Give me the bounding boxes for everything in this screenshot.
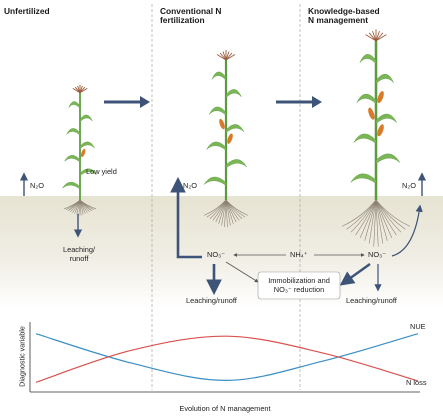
corn-ear xyxy=(219,118,225,130)
corn-ear xyxy=(377,124,384,137)
leaching-label-left-1: Leaching/ xyxy=(62,245,96,254)
n2o-flux-arrow-mid xyxy=(170,176,202,259)
corn-plant-medium xyxy=(203,50,249,228)
chart-area xyxy=(29,322,420,393)
n2o-label-right: N₂O xyxy=(402,181,416,190)
nue-series-line xyxy=(35,333,419,382)
leaves xyxy=(203,71,247,186)
n2o-label-mid: N₂O xyxy=(183,181,197,190)
nh4-label: NH₄⁺ xyxy=(290,250,308,259)
panel-title-knowledge-2: N management xyxy=(308,15,369,25)
n-loss-series-line xyxy=(35,335,419,383)
leaves xyxy=(62,101,97,190)
roots xyxy=(63,199,97,216)
corn-plant-large xyxy=(341,29,411,247)
leaching-label-left-2: runoff xyxy=(69,254,89,263)
corn-ear xyxy=(368,107,375,120)
panel-title-conventional-1: Conventional N xyxy=(160,6,222,16)
immobilization-arrow-right xyxy=(339,263,371,286)
roots xyxy=(341,199,411,247)
panel-title-conventional-2: fertilization xyxy=(160,15,205,25)
tassel xyxy=(216,50,236,61)
tassel xyxy=(72,84,88,94)
tassel xyxy=(365,29,387,42)
immobilization-arrow-mid xyxy=(225,261,259,283)
chart-x-axis-label: Evolution of N management xyxy=(179,404,271,413)
corn-ear xyxy=(227,133,233,144)
low-yield-label: Low yield xyxy=(86,167,117,176)
series-label-nue: NUE xyxy=(410,322,426,331)
immobilization-label-1: Immobilization and xyxy=(268,276,330,285)
leaching-label-right: Leaching/runoff xyxy=(346,296,397,305)
corn-ear xyxy=(80,148,86,158)
no3-label-right: NO₃⁻ xyxy=(368,250,386,259)
immobilization-box xyxy=(257,271,341,300)
roots xyxy=(203,199,249,228)
n2o-flux-arrow-right xyxy=(391,204,423,257)
series-label-n-loss: N loss xyxy=(406,378,427,387)
leaves xyxy=(350,54,400,184)
progress-arrow-2 xyxy=(276,96,322,108)
leaching-label-mid: Leaching/runoff xyxy=(186,296,237,305)
corn-plant-small xyxy=(62,84,97,216)
panel-title-unfertilized: Unfertilized xyxy=(4,6,50,16)
chart-y-axis-label: Diagnostic variable xyxy=(17,326,27,387)
corn-ear xyxy=(377,91,384,104)
panel-title-knowledge-1: Knowledge-based xyxy=(308,6,380,16)
n2o-label-left: N₂O xyxy=(30,181,44,190)
progress-arrow-1 xyxy=(104,96,150,108)
no3-label-mid: NO₃⁻ xyxy=(207,250,225,259)
immobilization-label-2: NO₃⁻ reduction xyxy=(273,285,325,294)
